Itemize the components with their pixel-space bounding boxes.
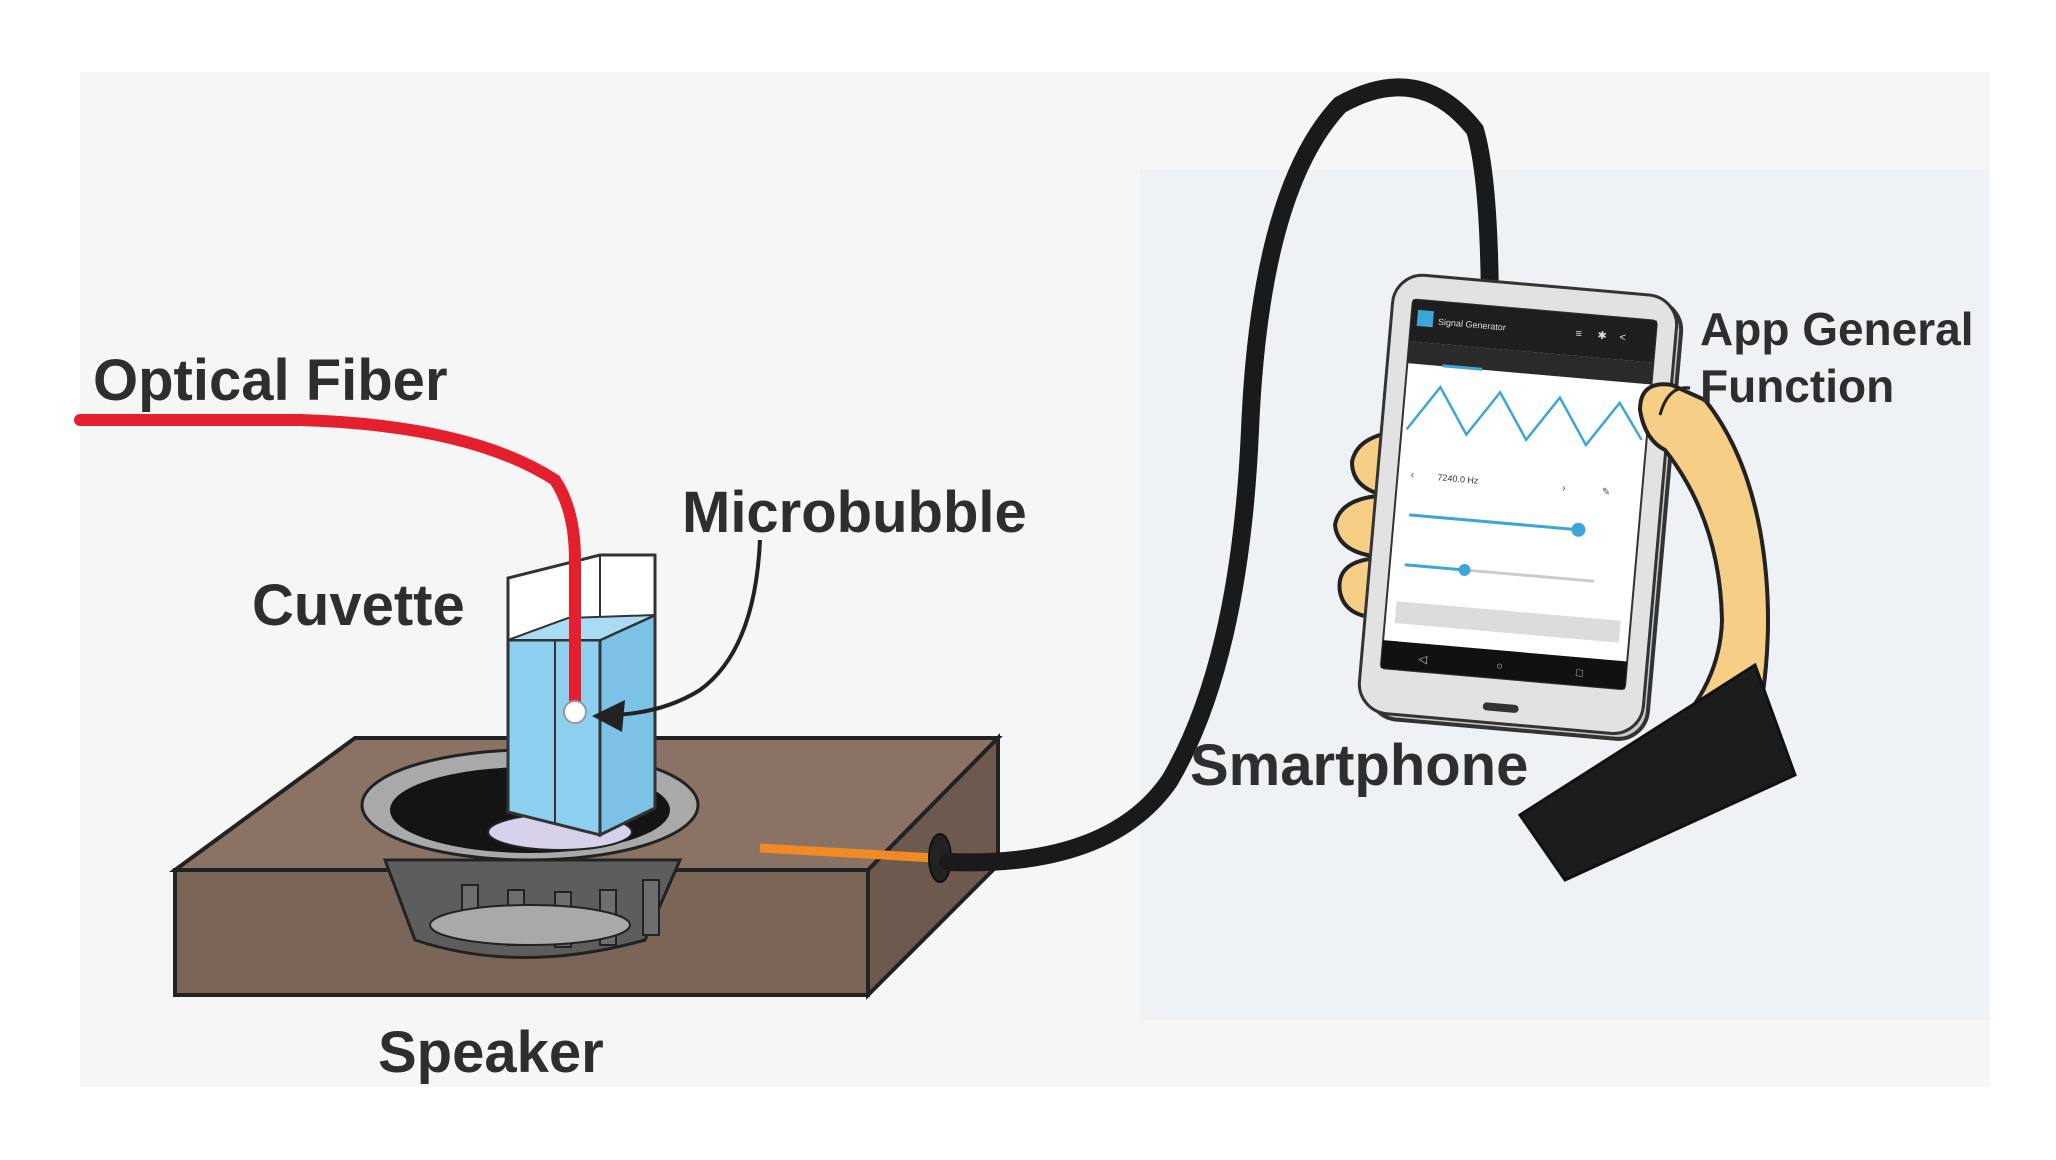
volume-slider[interactable] [1404,563,1465,572]
app-bar [1409,299,1657,363]
frequency-slider-thumb[interactable] [1571,522,1586,537]
microbubble-arrowhead [592,700,625,732]
label-optical-fiber: Optical Fiber [93,348,448,413]
label-app-line2: Function [1700,360,1894,412]
microbubble [563,700,587,724]
back-icon[interactable]: ◁ [1418,653,1428,666]
optical-fiber [74,414,581,716]
label-cuvette: Cuvette [252,573,465,638]
charging-port [1482,702,1519,713]
active-tab-indicator [1442,364,1483,371]
smartphone: Signal Generator ≡ ✱ < ‹ 7240.0 Hz › ✎ ◁… [1357,273,1684,741]
frequency-slider[interactable] [1408,513,1579,532]
label-app-line1: App General [1700,303,1974,355]
microbubble-pointer-line [604,539,762,717]
recents-icon[interactable]: □ [1575,667,1583,680]
app-logo-icon [1416,309,1434,328]
edit-icon[interactable]: ✎ [1601,487,1610,499]
speaker-wire [759,843,936,863]
label-speaker: Speaker [378,1020,604,1085]
settings-icon[interactable]: ✱ [1597,330,1607,343]
decrease-arrow-icon[interactable]: ‹ [1410,469,1415,481]
play-button[interactable] [1394,601,1621,643]
sleeve [1517,662,1797,882]
hand-front [1517,382,1797,882]
frequency-display: 7240.0 Hz [1437,472,1479,486]
speaker-magnet [429,904,631,946]
label-microbubble: Microbubble [682,480,1027,545]
waveform-preview [1405,384,1643,448]
cuvette-water-side [598,612,657,838]
thumbnail [1658,386,1691,416]
nav-bar [1380,640,1628,690]
home-icon[interactable]: ○ [1496,660,1504,673]
label-smartphone: Smartphone [1190,733,1528,798]
waveform-tabs[interactable] [1407,341,1654,385]
basket-rib [642,879,660,936]
menu-icon[interactable]: ≡ [1575,328,1582,341]
share-icon[interactable]: < [1619,332,1626,345]
audio-cable [939,78,1499,872]
volume-slider-thumb[interactable] [1458,563,1471,576]
cuvette [506,553,657,838]
increase-arrow-icon[interactable]: › [1562,482,1567,494]
